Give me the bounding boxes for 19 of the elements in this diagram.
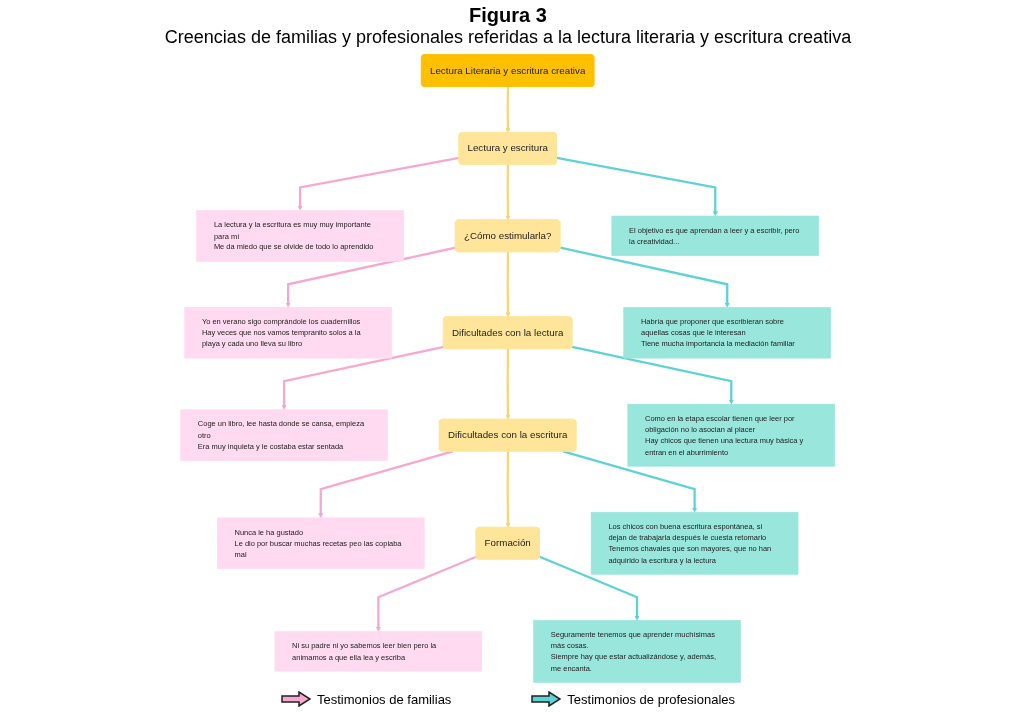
arrow [556,156,719,217]
figure-title: Figura 3 [469,4,547,27]
arrow [505,252,511,318]
figure-subtitle: Creencias de familias y profesionales referidas a la lectura literaria y escritura creativa [164,27,852,48]
arrow [505,348,511,420]
arrow [560,246,731,308]
arrow [297,156,460,211]
arrow [285,246,457,308]
arrow [505,86,511,133]
arrow [318,450,454,519]
arrow [505,451,511,528]
arrow [281,345,445,410]
arrow [563,450,698,513]
legend-label: Testimonios de familias [316,691,452,707]
arrow [572,345,735,405]
legend-label: Testimonios de profesionales [567,691,735,707]
arrow [539,555,640,621]
arrow [505,164,511,221]
arrow [376,555,478,632]
